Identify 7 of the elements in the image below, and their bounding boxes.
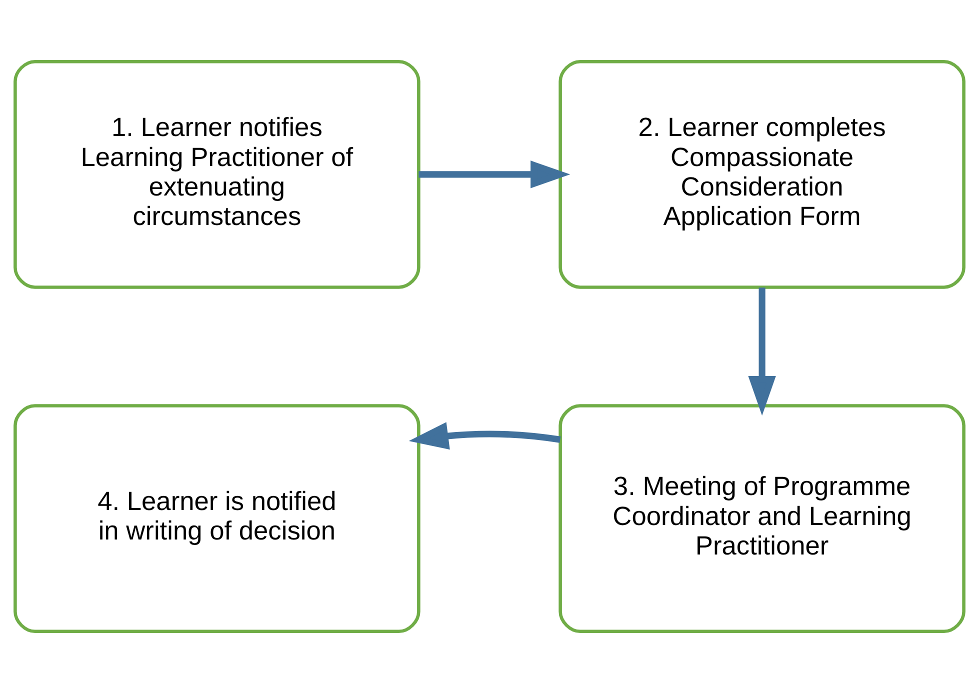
arrow bbox=[418, 160, 570, 188]
arrow bbox=[408, 422, 561, 450]
arrow bbox=[748, 288, 776, 416]
node-box: 2. Learner completes Compassionate Consideration Application Form bbox=[558, 60, 966, 289]
node-box: 4. Learner is notified in writing of decision bbox=[14, 404, 420, 634]
node-box: 1. Learner notifies Learning Practitioner of extenuating circumstances bbox=[14, 60, 420, 289]
node-box: 3. Meeting of Programme Coordinator and Learning Practitioner bbox=[558, 404, 966, 634]
